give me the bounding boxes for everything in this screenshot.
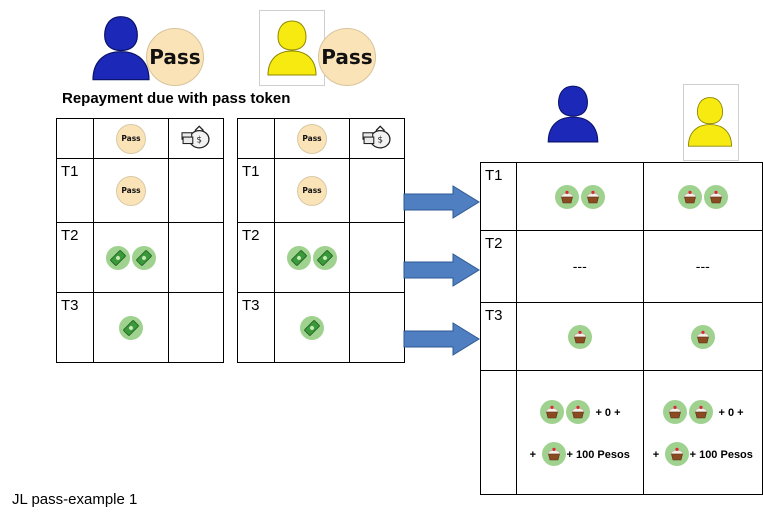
- cupcake-icon: [580, 184, 605, 209]
- row-label: T1: [61, 163, 79, 180]
- arrow-right-icon: [403, 253, 480, 287]
- t2-pass-cell: [93, 222, 169, 293]
- pass-token: Pass: [297, 123, 327, 154]
- summary-line1-text: + 0 +: [595, 406, 621, 419]
- row-label-cell: T2: [56, 222, 94, 293]
- t3-yellow-cell: [642, 302, 763, 371]
- t1-money-cell: [349, 158, 405, 223]
- row-label-cell: T3: [480, 302, 517, 371]
- pass-token-large: Pass: [146, 28, 204, 86]
- cash-icon: [287, 245, 311, 270]
- pass-token: Pass: [116, 123, 146, 154]
- arrow-right-icon: [403, 322, 480, 356]
- row-label-cell: T2: [237, 222, 275, 293]
- subtitle: Repayment due with pass token: [62, 90, 291, 107]
- cupcake-icon: [663, 399, 688, 424]
- empty-dash: ---: [695, 257, 710, 274]
- summary-line2-text: + 100 Pesos: [566, 448, 630, 461]
- t2-money-cell: [168, 222, 224, 293]
- cupcake-icon: [703, 184, 728, 209]
- t2-blue-cell: ---: [515, 230, 644, 303]
- pass-token: Pass: [297, 175, 327, 206]
- empty-dash: ---: [572, 257, 587, 274]
- t3-pass-cell: [93, 292, 169, 363]
- cupcake-icon: [565, 399, 590, 424]
- summary-blue-cell: + 0 + + + 100 Pesos: [515, 370, 644, 495]
- summary-label-cell: [480, 370, 517, 495]
- cupcake-icon: [567, 324, 592, 349]
- summary-line2-text: + 100 Pesos: [689, 448, 753, 461]
- left-table-1: Pass T1 Pass T2 T3: [56, 118, 224, 363]
- t3-money-cell: [168, 292, 224, 363]
- money-bag-icon: [360, 122, 394, 150]
- header-empty-cell: [56, 118, 94, 159]
- row-label-cell: T3: [237, 292, 275, 363]
- left-table-2: Pass T1 Pass T2 T3: [237, 118, 405, 363]
- header-empty-cell: [237, 118, 275, 159]
- row-label-cell: T2: [480, 230, 517, 303]
- row-label: T2: [242, 227, 260, 244]
- header-money-cell: [349, 118, 405, 159]
- header-pass-cell: Pass: [93, 118, 169, 159]
- cupcake-icon: [664, 441, 689, 466]
- t3-pass-cell: [274, 292, 350, 363]
- row-label: T1: [242, 163, 260, 180]
- pass-token: Pass: [116, 175, 146, 206]
- cupcake-icon: [541, 441, 566, 466]
- row-label-cell: T3: [56, 292, 94, 363]
- cash-icon: [313, 245, 337, 270]
- row-label-cell: T1: [56, 158, 94, 223]
- t1-yellow-cell: [642, 162, 763, 231]
- cash-icon: [300, 315, 324, 340]
- header-pass-cell: Pass: [274, 118, 350, 159]
- cash-icon: [106, 245, 130, 270]
- right-table: T1 T2 --- --- T3 + 0 + + + 100 Pe: [480, 162, 763, 495]
- money-bag-icon: [179, 122, 213, 150]
- t3-blue-cell: [515, 302, 644, 371]
- t3-money-cell: [349, 292, 405, 363]
- row-label-cell: T1: [237, 158, 275, 223]
- person-yellow-icon: [262, 14, 322, 80]
- summary-line2-prefix: +: [652, 448, 660, 461]
- caption: JL pass-example 1: [12, 491, 138, 508]
- row-label: T3: [485, 307, 503, 324]
- cupcake-icon: [539, 399, 564, 424]
- cash-icon: [119, 315, 143, 340]
- t2-pass-cell: [274, 222, 350, 293]
- row-label-cell: T1: [480, 162, 517, 231]
- cupcake-icon: [690, 324, 715, 349]
- cupcake-icon: [554, 184, 579, 209]
- t1-blue-cell: [515, 162, 644, 231]
- arrow-right-icon: [403, 185, 480, 219]
- cupcake-icon: [689, 399, 714, 424]
- t1-money-cell: [168, 158, 224, 223]
- row-label: T2: [485, 235, 503, 252]
- person-yellow-icon: [683, 88, 737, 154]
- t1-pass-cell: Pass: [93, 158, 169, 223]
- summary-yellow-cell: + 0 + + + 100 Pesos: [642, 370, 763, 495]
- t2-money-cell: [349, 222, 405, 293]
- row-label: T3: [61, 297, 79, 314]
- summary-line2-prefix: +: [529, 448, 537, 461]
- t1-pass-cell: Pass: [274, 158, 350, 223]
- header-money-cell: [168, 118, 224, 159]
- person-blue-icon: [542, 80, 604, 146]
- t2-yellow-cell: ---: [642, 230, 763, 303]
- pass-token-large: Pass: [318, 28, 376, 86]
- cupcake-icon: [677, 184, 702, 209]
- row-label: T2: [61, 227, 79, 244]
- person-blue-icon: [86, 12, 156, 82]
- summary-line1-text: + 0 +: [718, 406, 744, 419]
- row-label: T3: [242, 297, 260, 314]
- row-label: T1: [485, 167, 503, 184]
- cash-icon: [132, 245, 156, 270]
